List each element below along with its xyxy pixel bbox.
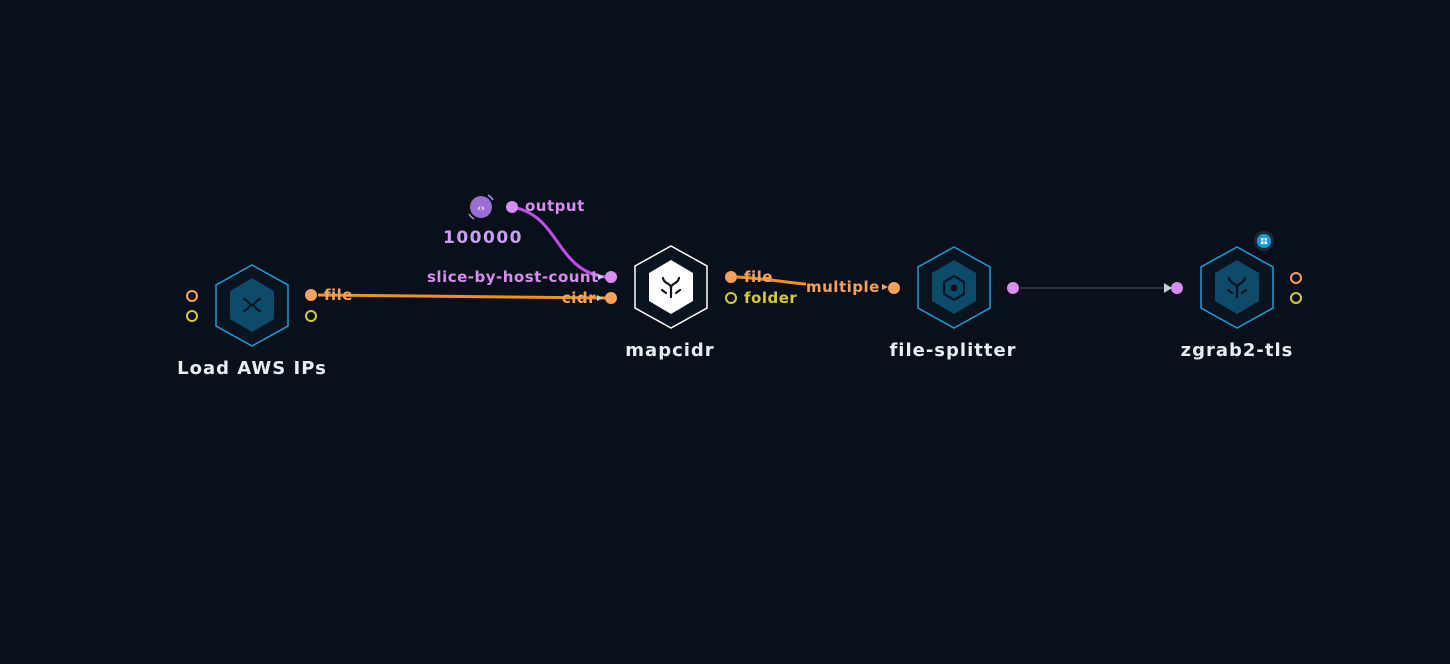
output-port-folder[interactable] (1290, 292, 1302, 304)
output-port-file[interactable] (1290, 272, 1302, 284)
node-zgrab2-tls[interactable] (1171, 231, 1302, 329)
node-file-splitter[interactable] (888, 246, 1019, 329)
output-port-file[interactable] (305, 289, 317, 301)
edge-value-to-mapcidr[interactable] (511, 205, 606, 279)
node-mapcidr[interactable] (605, 245, 737, 329)
input-port-multiple[interactable] (888, 282, 900, 294)
edge-arrowhead (882, 284, 888, 290)
node-load-aws-ips[interactable] (186, 264, 317, 347)
node-label-load-aws-ips: Load AWS IPs (177, 358, 327, 379)
fork-icon (660, 276, 682, 299)
input-port-file[interactable] (186, 290, 198, 302)
output-port-folder[interactable] (305, 310, 317, 322)
value-node[interactable]: ‹› (468, 194, 518, 220)
value-output-port[interactable] (506, 201, 518, 213)
node-label-file-splitter: file-splitter (889, 340, 1017, 361)
grid-badge-icon[interactable] (1254, 231, 1274, 251)
input-port-folder[interactable] (186, 310, 198, 322)
value-output-label: output (525, 197, 585, 215)
port-label-load-file: file (324, 286, 353, 304)
edge-arrowhead (598, 274, 604, 280)
value-node-icon[interactable] (470, 196, 492, 218)
port-label-mapcidr-file: file (744, 268, 773, 286)
code-icon: ‹› (477, 204, 485, 214)
output-port-file[interactable] (725, 271, 737, 283)
fork-icon (1226, 276, 1248, 299)
port-label-folder: folder (744, 289, 798, 307)
value-number[interactable]: 100000 (443, 228, 523, 248)
edge-arrowhead (1164, 283, 1172, 293)
hexagon-split-icon (943, 274, 965, 302)
port-label-multiple: multiple (806, 278, 880, 296)
node-label-mapcidr: mapcidr (625, 340, 715, 361)
output-port-folder[interactable] (725, 292, 737, 304)
output-port[interactable] (1007, 282, 1019, 294)
input-port-slice[interactable] (605, 271, 617, 283)
port-label-cidr: cidr (561, 289, 596, 307)
edge-arrowhead (597, 295, 603, 301)
port-label-slice-by-host-count: slice-by-host-count (427, 268, 599, 286)
edge-load-to-mapcidr[interactable] (317, 293, 607, 300)
input-port[interactable] (1171, 282, 1183, 294)
input-port-cidr[interactable] (605, 292, 617, 304)
edge-mapcidr-to-splitter[interactable] (736, 275, 807, 286)
merge-icon (242, 298, 262, 312)
node-label-zgrab2-tls: zgrab2-tls (1180, 340, 1294, 361)
